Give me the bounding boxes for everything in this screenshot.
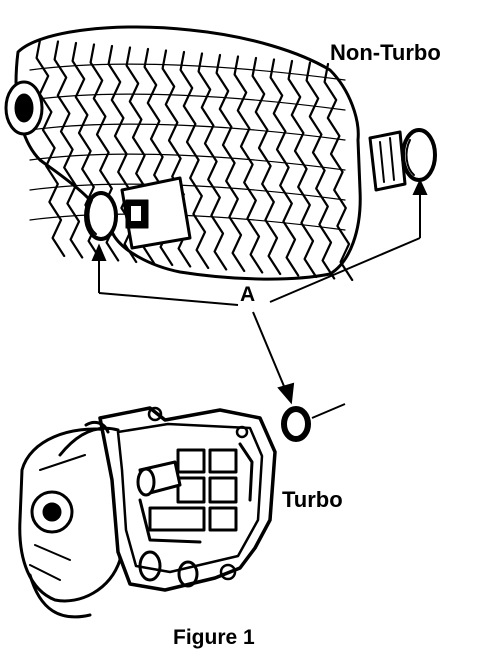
cooling-fin bbox=[215, 53, 246, 273]
non-turbo-housing-icon bbox=[4, 25, 437, 282]
cooling-fin bbox=[251, 56, 282, 276]
fin-texture-line bbox=[29, 63, 346, 81]
cooling-fin bbox=[323, 62, 354, 282]
fin-texture-line bbox=[29, 93, 346, 111]
non-turbo-label: Non-Turbo bbox=[330, 40, 441, 65]
figure-caption: Figure 1 bbox=[173, 626, 255, 649]
cooling-fin bbox=[287, 59, 318, 279]
callout-a-label: A bbox=[240, 283, 256, 306]
cooling-fin bbox=[269, 58, 300, 277]
cooling-fin bbox=[197, 52, 228, 271]
cooling-fin bbox=[35, 38, 66, 258]
o-ring-seal-icon bbox=[281, 403, 346, 442]
callout-lines bbox=[91, 178, 428, 405]
cooling-fin bbox=[233, 55, 264, 274]
turbo-valve-body-icon bbox=[18, 406, 277, 619]
fin-texture-line bbox=[29, 123, 346, 141]
turbo-label: Turbo bbox=[282, 487, 343, 512]
cooling-fin bbox=[53, 40, 84, 259]
fin-texture-line bbox=[29, 153, 346, 171]
cooling-fin bbox=[179, 50, 210, 270]
cooling-fin bbox=[305, 61, 336, 280]
